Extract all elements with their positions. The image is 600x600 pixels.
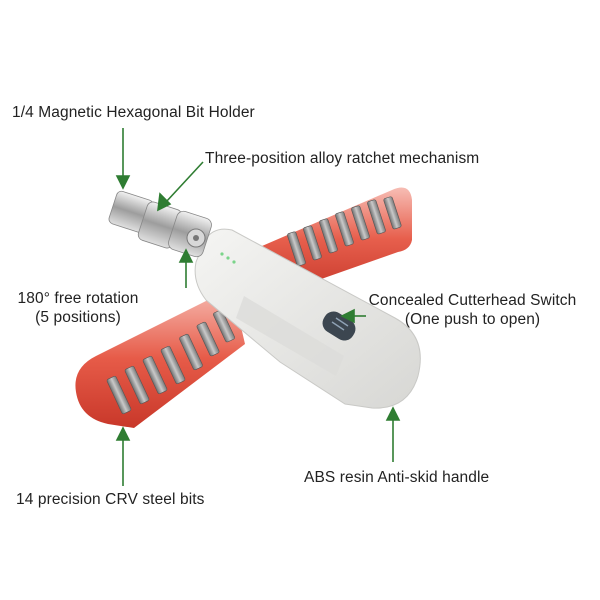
- callout-cutterhead-switch-line1: Concealed Cutterhead Switch: [368, 292, 577, 309]
- callout-free-rotation: 180° free rotation (5 positions): [8, 289, 148, 327]
- left-bit-tray: [75, 288, 245, 428]
- callout-arrows: [115, 128, 401, 486]
- callout-cutterhead-switch: Concealed Cutterhead Switch (One push to…: [365, 291, 580, 329]
- callout-ratchet-mechanism: Three-position alloy ratchet mechanism: [205, 150, 480, 167]
- callout-bit-holder: 1/4 Magnetic Hexagonal Bit Holder: [12, 104, 255, 121]
- callout-cutterhead-switch-line2: (One push to open): [404, 311, 541, 328]
- right-bit-tray: [262, 187, 412, 290]
- callout-steel-bits: 14 precision CRV steel bits: [16, 491, 205, 508]
- ratchet-head: [108, 190, 212, 258]
- callout-free-rotation-line2: (5 positions): [35, 309, 121, 326]
- handle-body: [194, 228, 421, 409]
- callout-handle: ABS resin Anti-skid handle: [304, 469, 490, 486]
- callout-free-rotation-line1: 180° free rotation: [17, 290, 139, 307]
